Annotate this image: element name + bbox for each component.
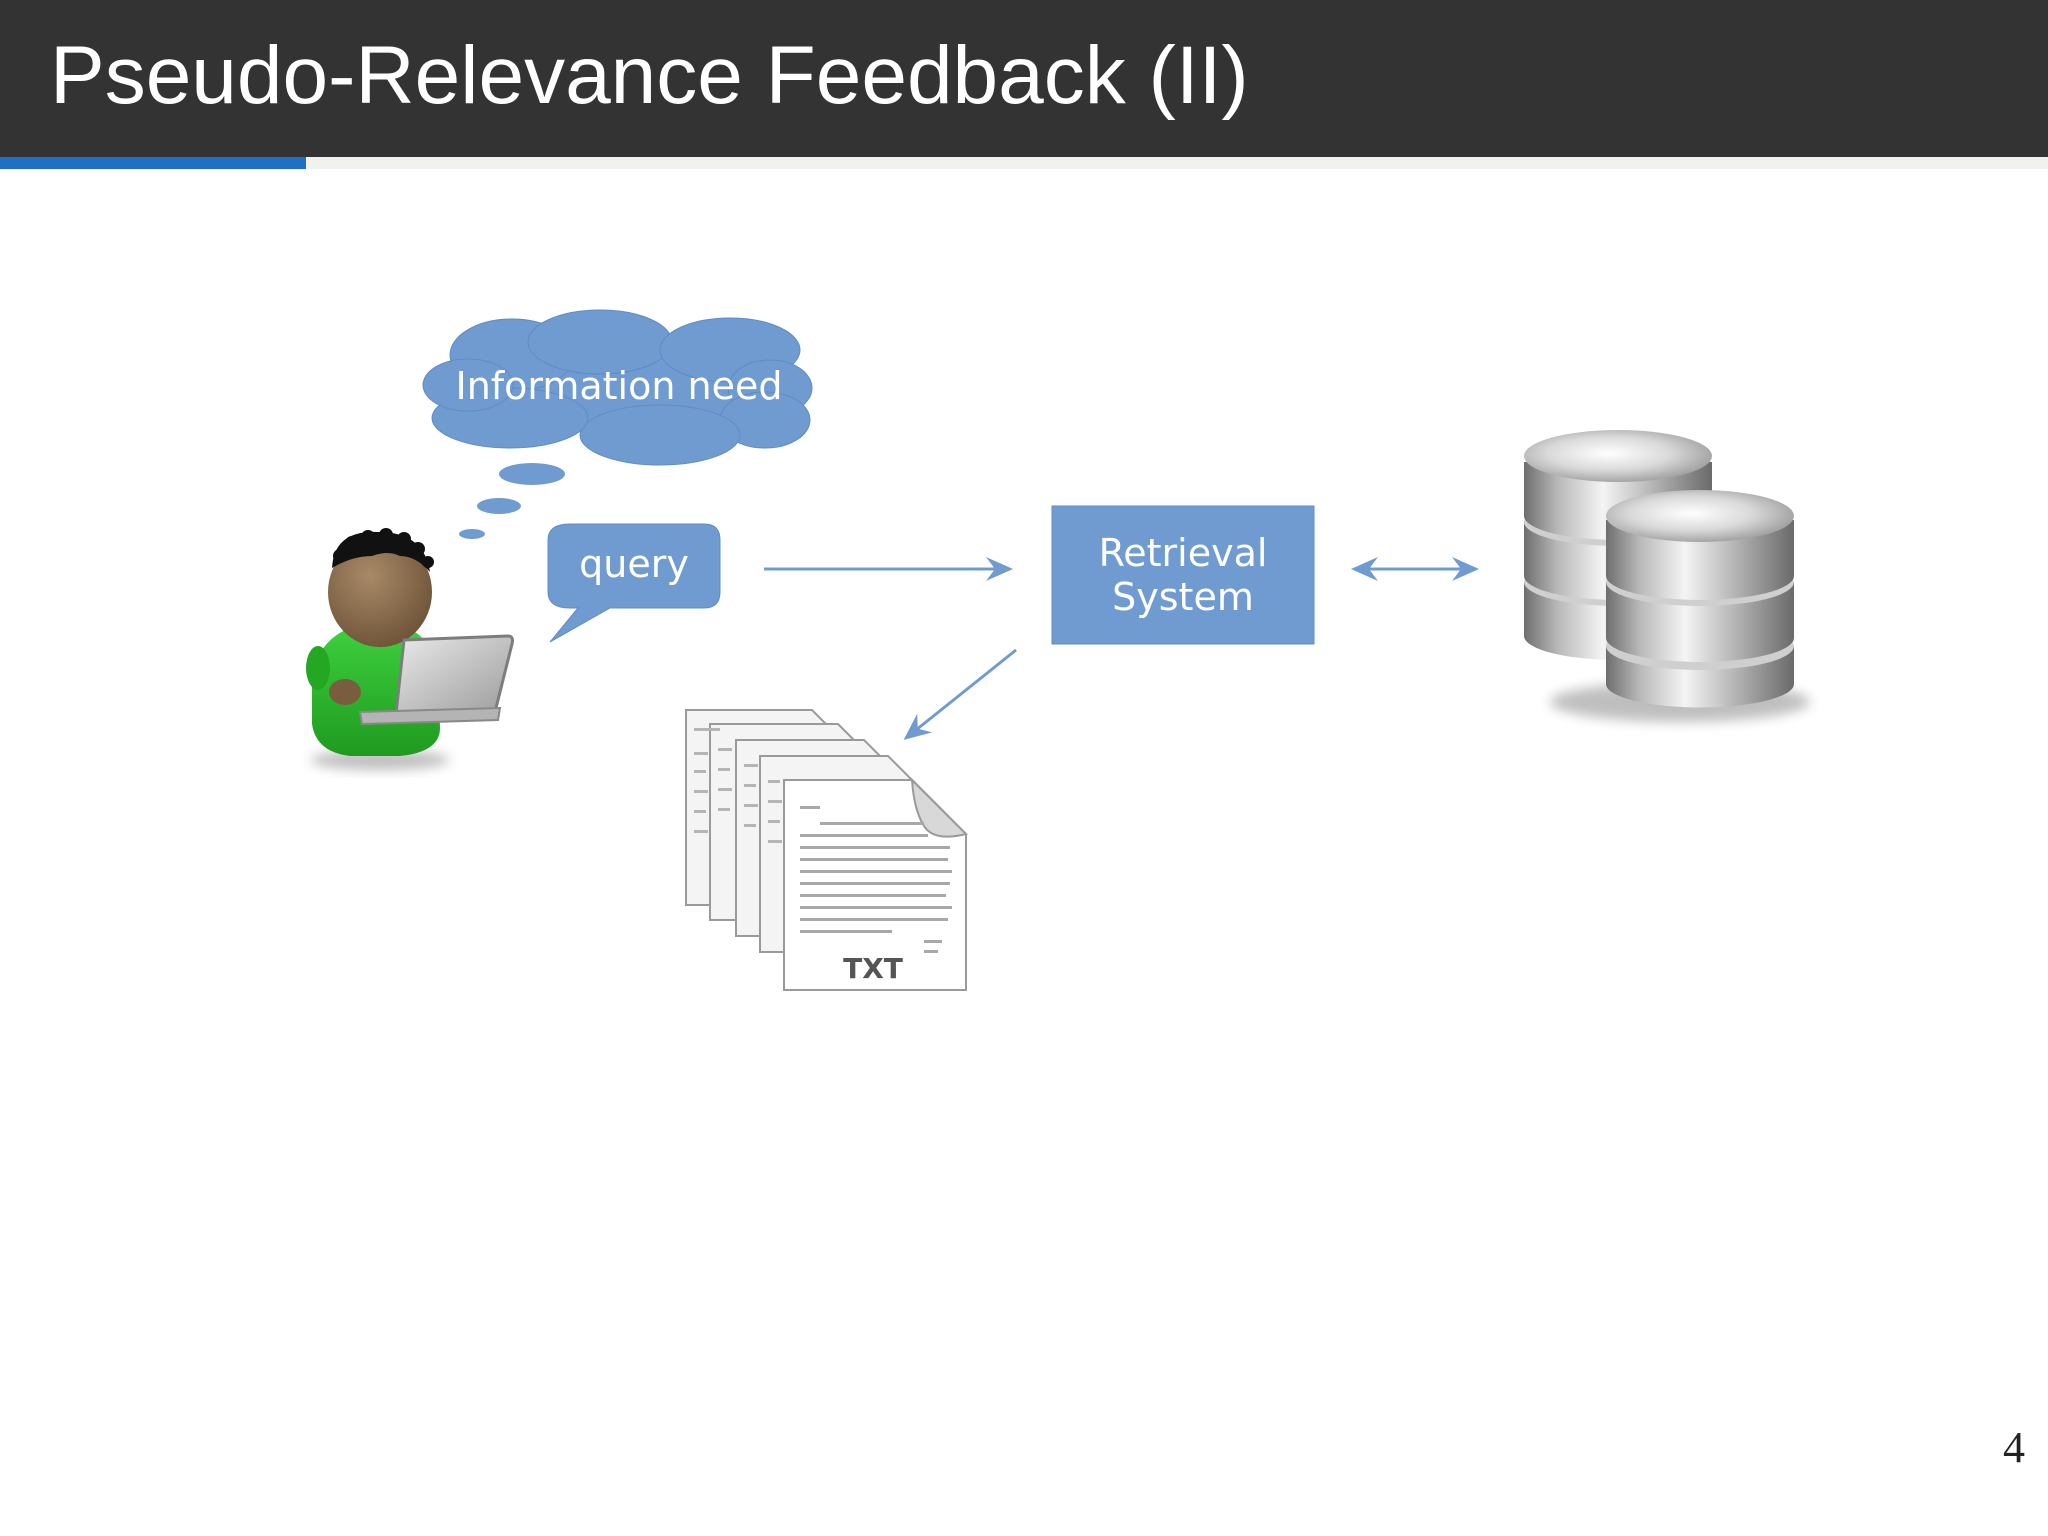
retrieval-system-line-1: Retrieval [1098,531,1268,575]
retrieval-system-line-2: System [1112,575,1254,619]
retrieval-system-box [1051,505,1315,645]
text-documents-icon: TXT [685,709,968,991]
document-file-type-label: TXT [843,952,903,985]
slide-title: Pseudo-Relevance Feedback (II) [50,30,1249,121]
speech-bubble-icon [547,523,721,643]
title-bar: Pseudo-Relevance Feedback (II) [0,0,2048,157]
information-need-label: Information need [455,364,783,408]
page-number: 4 [2003,1423,2025,1472]
database-icon [1524,430,1810,722]
user-with-laptop-icon [306,528,514,770]
query-label: query [579,542,689,586]
retrieval-system-label: Retrieval System [1052,506,1314,644]
system-to-documents-arrow [903,648,1017,740]
thought-cloud-icon [422,309,813,539]
title-underline-track [0,157,2048,169]
title-accent-bar [0,157,306,169]
front-database-cylinder [1606,490,1794,708]
